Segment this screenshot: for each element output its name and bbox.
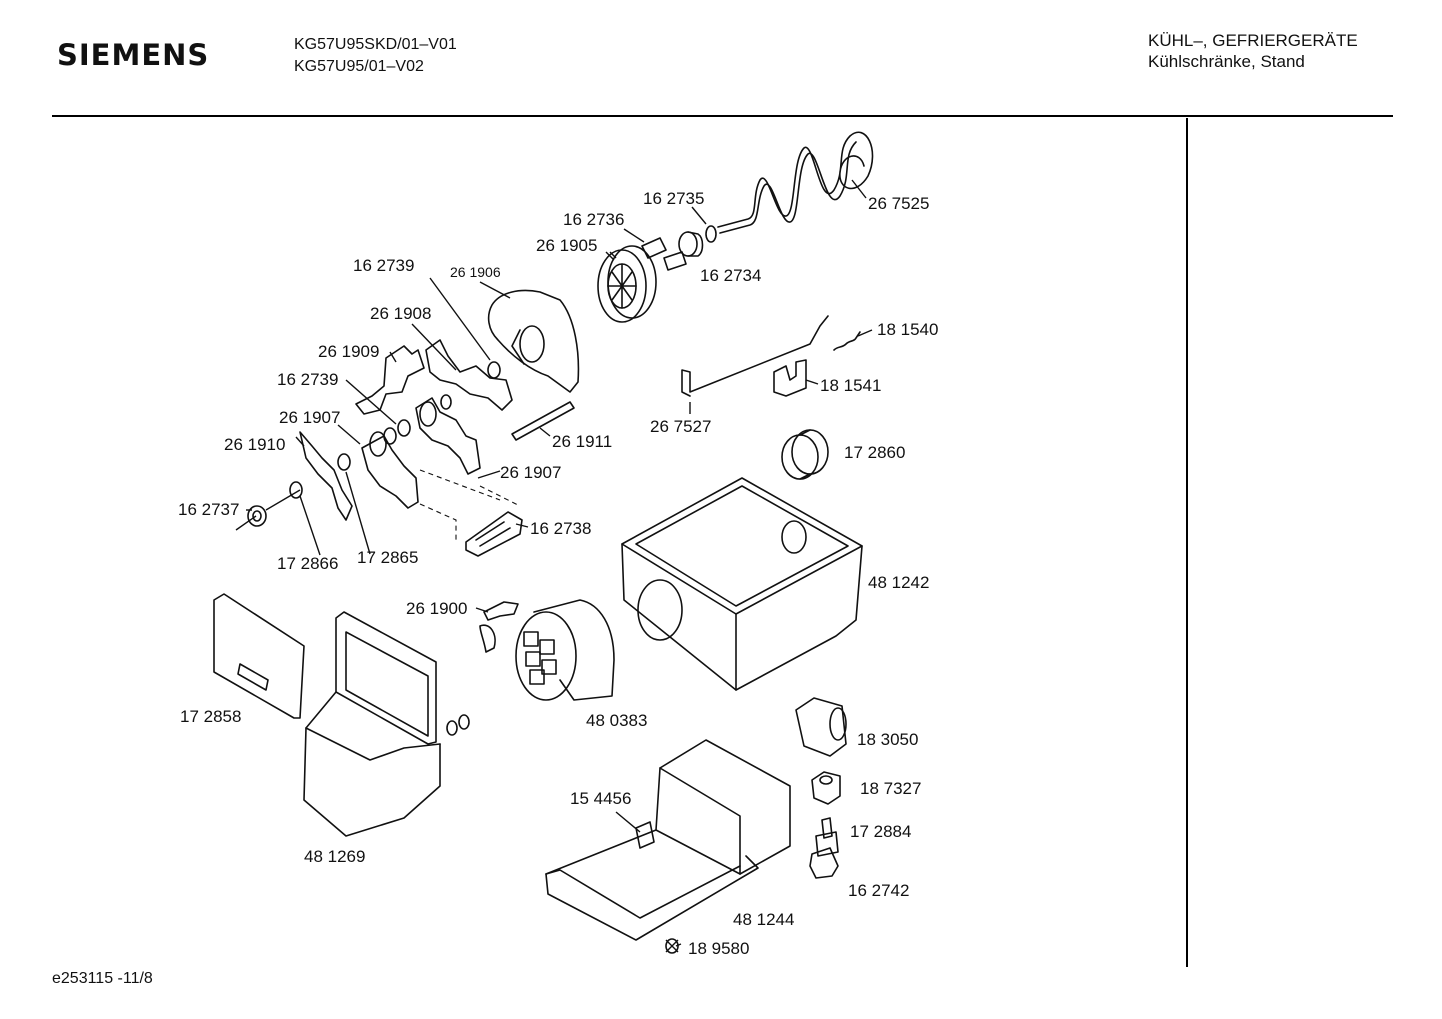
part-label-172858: 17 2858	[180, 707, 241, 726]
part-label-480383: 48 0383	[586, 711, 647, 730]
part-label-162737: 16 2737	[178, 500, 239, 519]
assembly-dashed-lines	[419, 469, 521, 540]
thermostat-183050-drawing	[795, 697, 847, 757]
part-label-162734: 16 2734	[700, 266, 761, 285]
ring-162735-drawing	[705, 225, 717, 243]
part-label-154456: 15 4456	[570, 789, 631, 808]
wire-267527-drawing	[681, 315, 829, 397]
part-label-261911: 26 1911	[552, 432, 612, 451]
housing-261906-drawing	[487, 289, 580, 393]
duct-ring-172860-drawing	[781, 429, 829, 480]
lever-261910-drawing	[299, 431, 353, 521]
model-number-1: KG57U95SKD/01–V01	[294, 36, 457, 53]
part-label-162738: 16 2738	[530, 519, 591, 538]
model-number-2: KG57U95/01–V02	[294, 58, 424, 75]
rod-261911-drawing	[511, 401, 575, 441]
spring-181540-drawing	[833, 331, 861, 351]
bracket-261900-drawing	[479, 601, 519, 653]
heater-coil-drawing	[717, 131, 874, 234]
bracket-261907-drawing	[361, 397, 481, 509]
part-label-261905: 26 1905	[536, 236, 597, 255]
holder-162742-drawing	[809, 847, 839, 879]
bushings-drawing	[235, 361, 501, 531]
part-label-162739-top: 16 2739	[353, 256, 414, 275]
part-label-267527: 26 7527	[650, 417, 711, 436]
category-title: KÜHL–, GEFRIERGERÄTE	[1148, 31, 1358, 50]
part-label-172865: 17 2865	[357, 548, 418, 567]
clip-181541-drawing	[773, 359, 807, 397]
part-label-261906: 26 1906	[450, 264, 501, 280]
bracket-261909-drawing	[355, 345, 425, 415]
part-label-162742: 16 2742	[848, 881, 909, 900]
part-label-267525: 26 7525	[868, 194, 929, 213]
part-label-183050: 18 3050	[857, 730, 918, 749]
fan-wheel-261905-drawing	[597, 245, 657, 323]
cup-162734-drawing	[678, 231, 704, 257]
fan-motor-480383-drawing	[515, 599, 615, 701]
part-label-261909: 26 1909	[318, 342, 379, 361]
door-481269-drawing	[303, 611, 470, 837]
side-divider	[1186, 118, 1188, 967]
part-label-181541: 18 1541	[820, 376, 881, 395]
part-label-172884: 17 2884	[850, 822, 911, 841]
category-subtitle: Kühlschränke, Stand	[1148, 52, 1305, 71]
siemens-logo: SIEMENS	[57, 38, 210, 72]
bracket-261908-drawing	[425, 339, 513, 411]
slider-162738-drawing	[465, 511, 523, 557]
screw-189580-drawing	[665, 938, 679, 954]
part-label-481242: 48 1242	[868, 573, 929, 592]
part-label-162736: 16 2736	[563, 210, 624, 229]
part-label-162739-mid: 16 2739	[277, 370, 338, 389]
part-label-189580: 18 9580	[688, 939, 749, 958]
part-label-261907-left: 26 1907	[279, 408, 340, 427]
part-label-481269: 48 1269	[304, 847, 365, 866]
part-label-187327: 18 7327	[860, 779, 921, 798]
part-label-261910: 26 1910	[224, 435, 285, 454]
part-label-261908: 26 1908	[370, 304, 431, 323]
plate-162736-drawing	[641, 237, 687, 271]
part-label-172860: 17 2860	[844, 443, 905, 462]
leader-lines	[246, 179, 873, 947]
part-label-261907-right: 26 1907	[500, 463, 561, 482]
part-label-172866: 17 2866	[277, 554, 338, 573]
part-label-261900: 26 1900	[406, 599, 467, 618]
tray-481244-drawing	[545, 739, 791, 941]
part-label-162735: 16 2735	[643, 189, 704, 208]
ice-bucket-481242-drawing	[621, 477, 863, 691]
valve-187327-drawing	[811, 771, 841, 805]
cover-172858-drawing	[213, 593, 305, 719]
part-label-481244: 48 1244	[733, 910, 794, 929]
drawing-code: e253115 -11/8	[52, 970, 153, 987]
switch-172884-drawing	[815, 817, 839, 857]
part-label-181540: 18 1540	[877, 320, 938, 339]
header-divider	[52, 115, 1393, 117]
